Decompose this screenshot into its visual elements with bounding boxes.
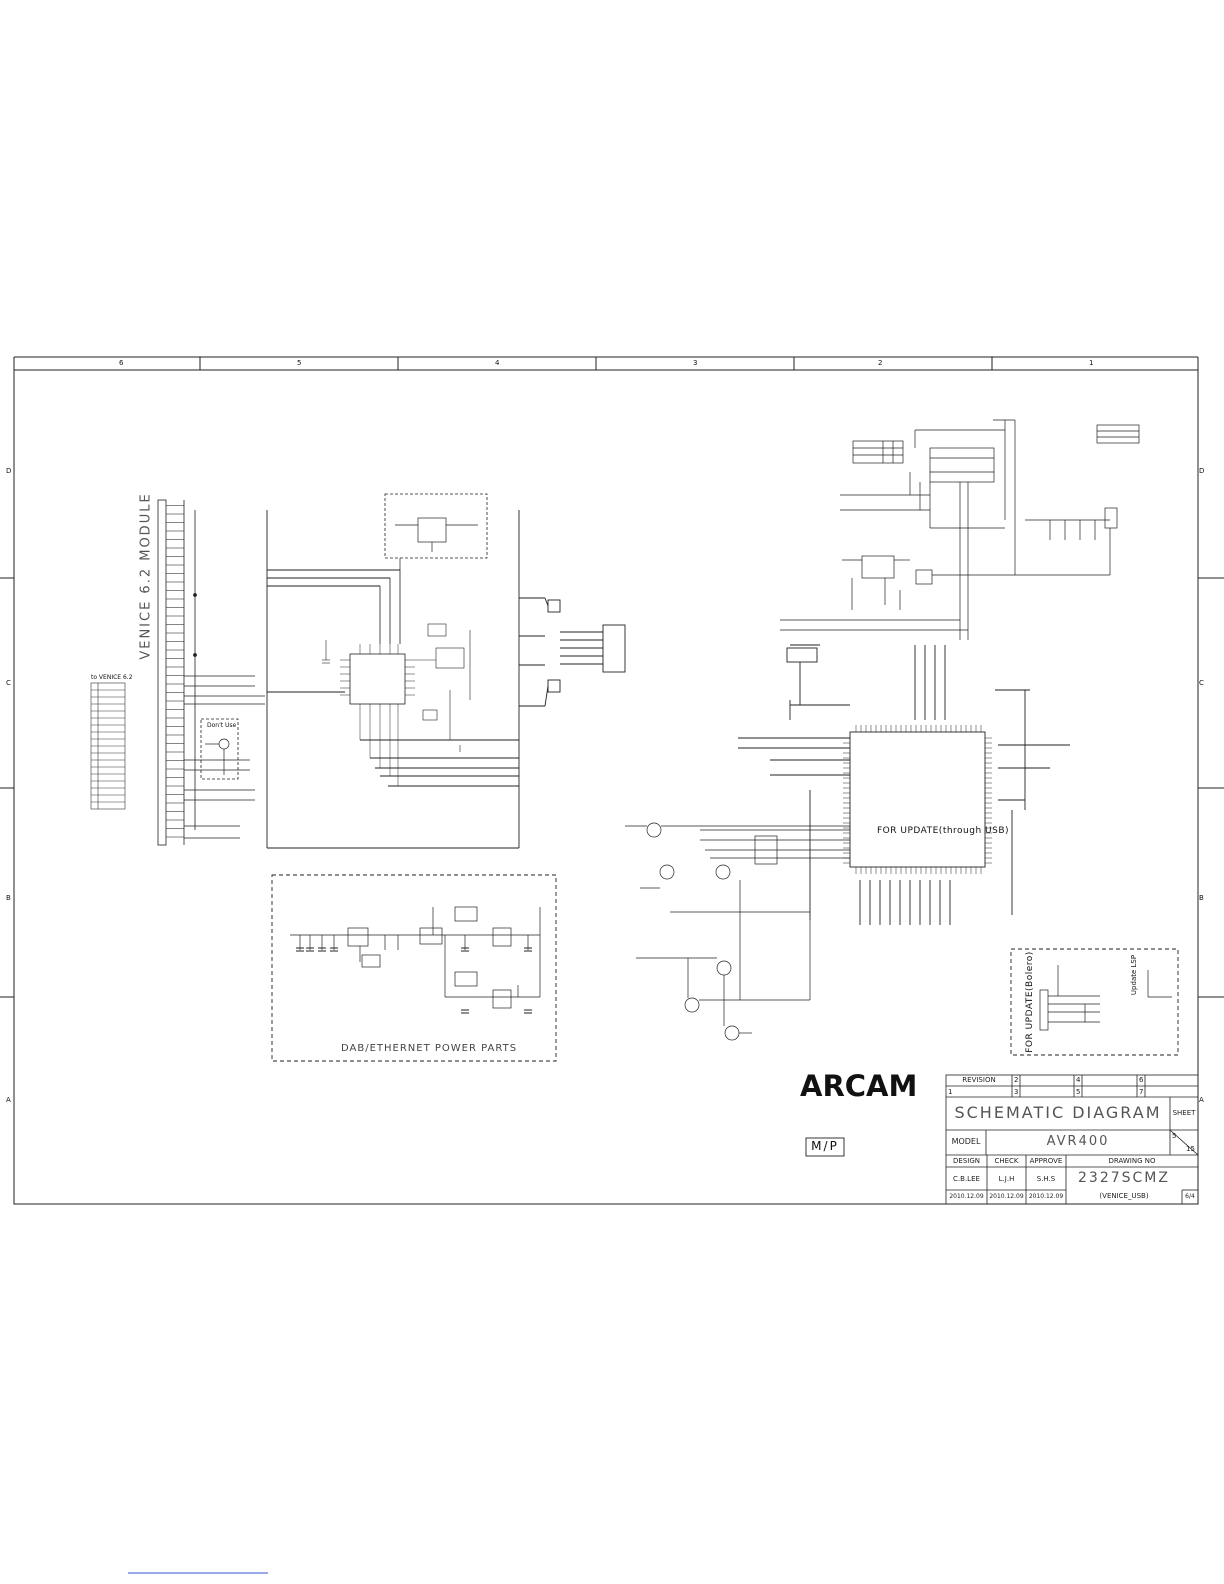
usb-controller-chip: [738, 644, 1070, 925]
zone-b-left: B: [6, 894, 11, 902]
ethernet-phy-chip: [340, 570, 415, 786]
connector-pinout-table: [90, 682, 126, 810]
dont-use-box: [200, 718, 239, 780]
zone-5: 5: [297, 359, 302, 367]
bolero-update-box: [1010, 948, 1179, 1056]
zone-d-right: D: [1199, 467, 1205, 475]
approve-label: APPROVE: [1029, 1157, 1063, 1165]
dab-power-circuit: [290, 906, 541, 1014]
dont-use-label: Don't Use: [207, 722, 237, 729]
checker-name: L.J.H: [998, 1175, 1015, 1183]
zone-3: 3: [693, 359, 698, 367]
sheet-label: SHEET: [1172, 1109, 1196, 1117]
approve-date: 2010.12.09: [1028, 1193, 1064, 1200]
title-block-lines: [945, 1074, 1199, 1205]
check-date: 2010.12.09: [989, 1193, 1024, 1200]
mp-badge: M/P: [811, 1139, 839, 1153]
diagram-title: SCHEMATIC DIAGRAM: [954, 1103, 1162, 1122]
drawing-number: 2327SCMZ: [1078, 1170, 1170, 1186]
revision-label: REVISION: [962, 1076, 996, 1084]
zone-c-right: C: [1199, 679, 1204, 687]
rev-7: 7: [1139, 1088, 1144, 1096]
sheet-total: 15: [1186, 1145, 1195, 1153]
model-label: MODEL: [951, 1137, 981, 1146]
rev-2: 2: [1014, 1076, 1019, 1084]
designer-name: C.B.LEE: [953, 1175, 980, 1183]
main-bus: [266, 510, 545, 849]
design-label: DESIGN: [953, 1157, 980, 1165]
update-lsp-label: Update LSP: [1130, 954, 1138, 996]
connector-table-title: to VENICE 6.2: [91, 674, 133, 681]
rj45-connector: [544, 597, 626, 707]
zone-c-left: C: [6, 679, 11, 687]
zone-d-left: D: [6, 467, 12, 475]
zone-a-left: A: [6, 1096, 11, 1104]
design-date: 2010.12.09: [949, 1193, 984, 1200]
zone-4: 4: [495, 359, 500, 367]
buffer-circuit: [840, 419, 1140, 640]
phy-passives: [322, 623, 471, 752]
page-fraction: 6/4: [1185, 1193, 1195, 1200]
brand-logo: ARCAM: [800, 1069, 918, 1103]
drawing-subtitle: (VENICE_USB): [1099, 1192, 1149, 1200]
approver-name: S.H.S: [1036, 1175, 1056, 1183]
rev-3: 3: [1014, 1088, 1019, 1096]
dab-power-box: [271, 874, 557, 1062]
drawing-no-label: DRAWING NO: [1108, 1157, 1156, 1165]
rev-1: 1: [948, 1088, 953, 1096]
rev-4: 4: [1076, 1076, 1081, 1084]
sheet-number: 5: [1172, 1132, 1177, 1140]
dab-box-label: DAB/ETHERNET POWER PARTS: [341, 1043, 518, 1054]
zone-a-right: A: [1199, 1096, 1204, 1104]
venice-connector: [157, 499, 265, 846]
rev-5: 5: [1076, 1088, 1081, 1096]
model-name: AVR400: [1046, 1134, 1110, 1149]
update-usb-label: FOR UPDATE(through USB): [877, 826, 1010, 836]
rev-6: 6: [1139, 1076, 1144, 1084]
mp-badge-frame: [805, 1137, 845, 1157]
zone-b-right: B: [1199, 894, 1204, 902]
zone-6: 6: [119, 359, 124, 367]
check-label: CHECK: [994, 1157, 1019, 1165]
regulator-box: [384, 493, 488, 559]
update-bolero-label: FOR UPDATE(Bolero): [1025, 951, 1035, 1053]
usb-regulator: [780, 528, 1111, 631]
transistor-drivers: [625, 822, 850, 1041]
sheet-border: [0, 356, 1224, 1205]
zone-1: 1: [1089, 359, 1094, 367]
module-label: VENICE 6.2 MODULE: [138, 492, 154, 660]
zone-2: 2: [878, 359, 883, 367]
